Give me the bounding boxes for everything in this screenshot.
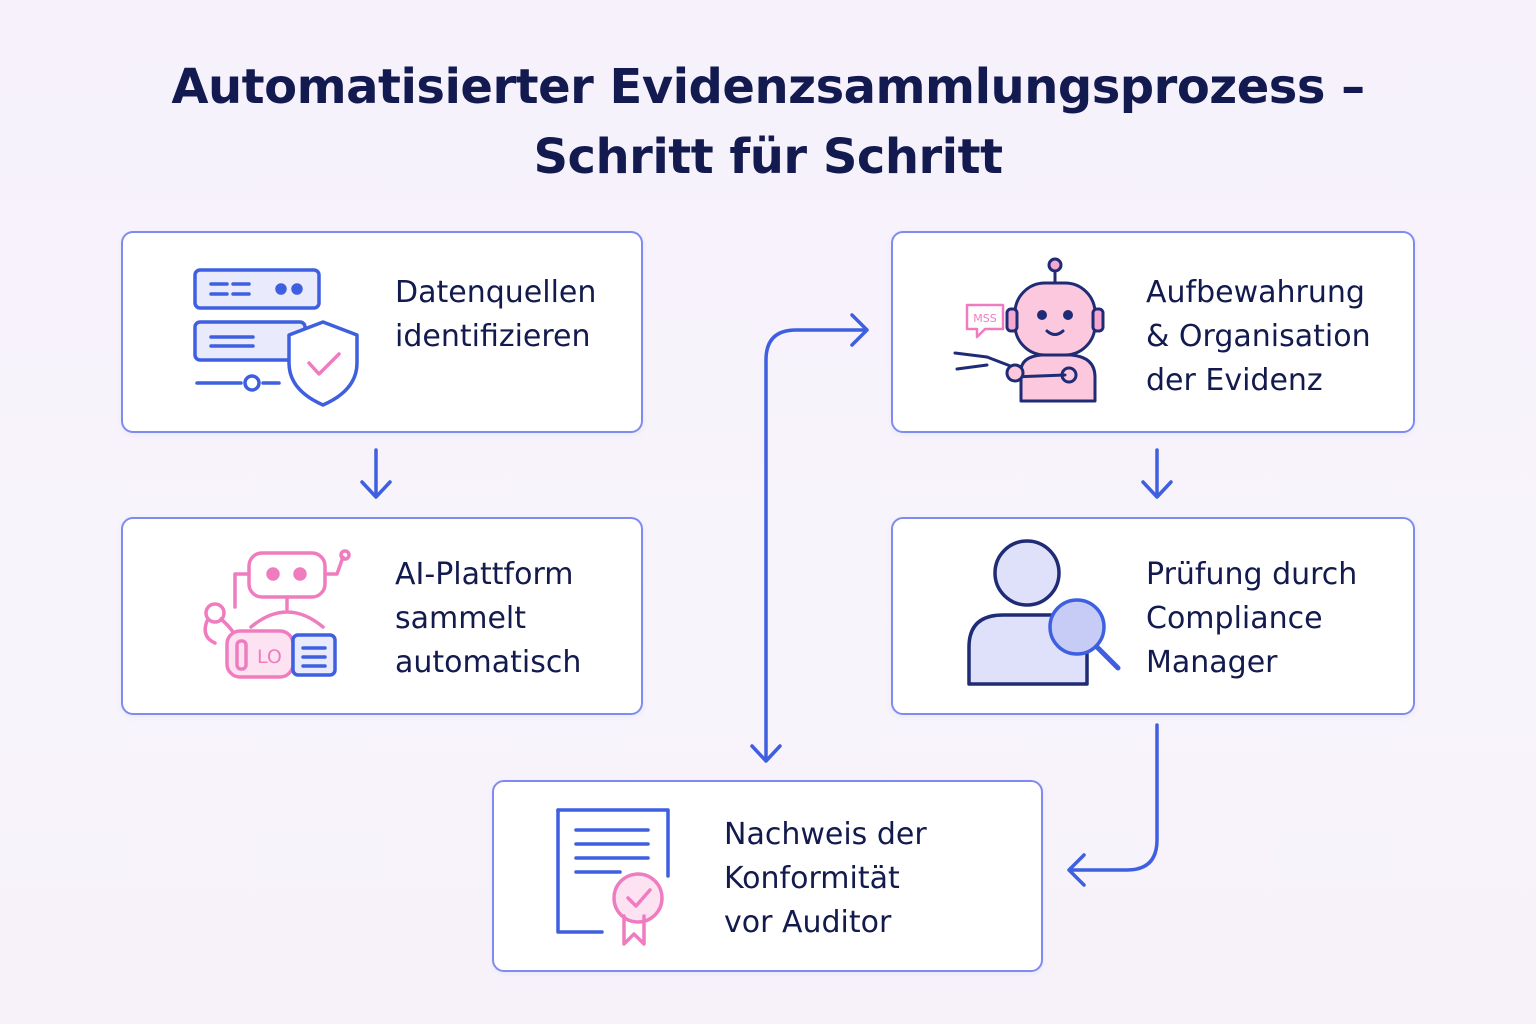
arrow-step5-to-step3 <box>750 313 869 763</box>
step-card-nachweis: Nachweis der Konformität vor Auditor <box>492 780 1043 972</box>
arrow-step1-to-step2 <box>360 448 392 499</box>
step-label-ai-plattform: AI-Plattform sammelt automatisch <box>395 557 582 680</box>
title-line-2: Schritt für Schritt <box>533 129 1003 185</box>
robot-assistant-icon: MSS <box>953 257 1105 403</box>
step-label-aufbewahrung: Aufbewahrung & Organisation der Evidenz <box>1146 275 1371 398</box>
page-title: Automatisierter Evidenzsammlungsprozess … <box>0 52 1536 192</box>
step-card-datenquellen: Datenquellen identifizieren <box>121 231 643 433</box>
step-card-aufbewahrung: MSS Aufbewahrung & Organisation der Evid… <box>891 231 1415 433</box>
robot-icon-text: LO <box>257 646 282 668</box>
server-shield-icon <box>193 268 359 407</box>
step-label-pruefung: Prüfung durch Compliance Manager <box>1146 557 1358 680</box>
title-line-1: Automatisierter Evidenzsammlungsprozess … <box>171 59 1365 115</box>
step-label-datenquellen: Datenquellen identifizieren <box>395 275 597 354</box>
user-magnifier-icon <box>967 539 1121 686</box>
robot-data-icon: LO <box>203 549 351 679</box>
speech-bubble-text: MSS <box>973 312 996 325</box>
step-card-pruefung: Prüfung durch Compliance Manager <box>891 517 1415 715</box>
arrow-step3-to-step4 <box>1141 448 1173 499</box>
step-label-nachweis: Nachweis der Konformität vor Auditor <box>724 817 927 940</box>
arrow-step4-to-step5 <box>1067 723 1159 887</box>
certificate-icon <box>556 808 670 946</box>
step-card-ai-plattform: LO AI-Plattform sammelt automatisch <box>121 517 643 715</box>
